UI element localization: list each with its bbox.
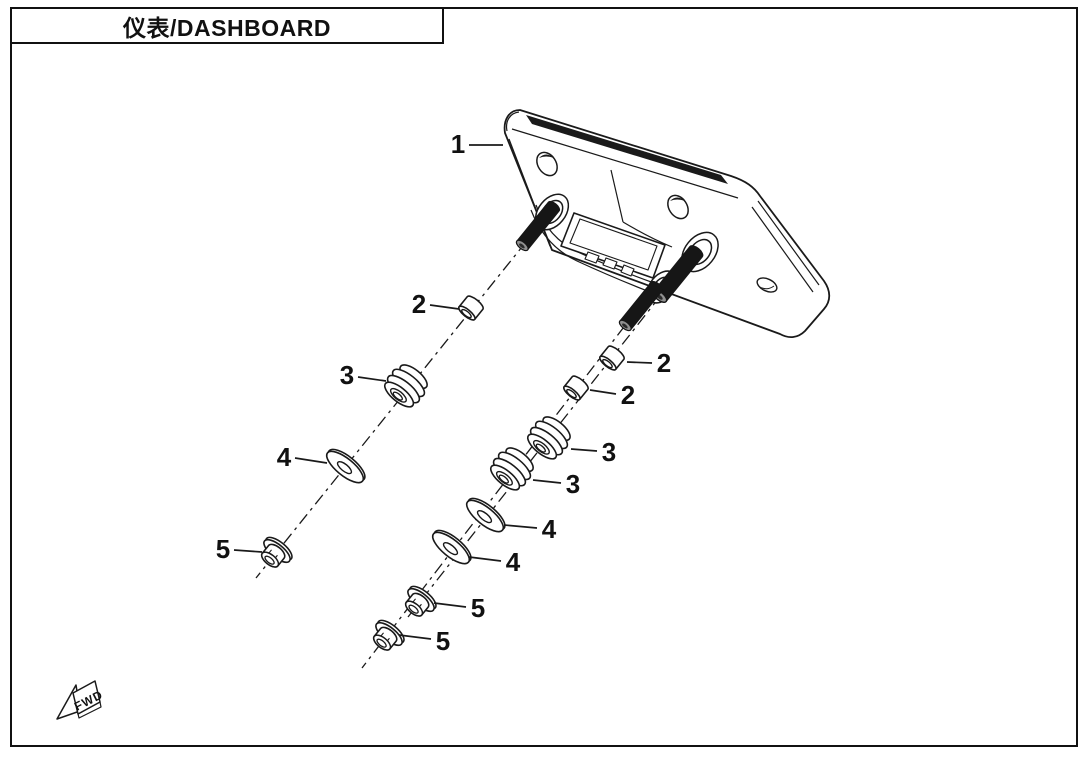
screen-edge-strip <box>526 115 728 184</box>
callout-3-right-lower: 3 <box>566 469 580 499</box>
callout-2-right-upper: 2 <box>657 348 671 378</box>
title-block: 仪表/DASHBOARD <box>10 7 444 44</box>
callout-1-dashboard: 1 <box>451 129 465 159</box>
callout-5-left: 5 <box>216 534 230 564</box>
page-title: 仪表/DASHBOARD <box>123 14 331 41</box>
callout-3-left: 3 <box>340 360 354 390</box>
connector-pin-1 <box>584 251 600 264</box>
callout-4-right-upper: 4 <box>542 514 557 544</box>
corner-step-line <box>505 111 520 132</box>
hole-left-shadow <box>539 154 554 158</box>
callout-3-right-upper: 3 <box>602 437 616 467</box>
housing-silhouette <box>503 109 831 338</box>
rim-line-right-2 <box>751 206 814 293</box>
rim-line-right-1 <box>757 200 820 286</box>
callout-2-left: 2 <box>412 289 426 319</box>
face-crease <box>610 169 624 223</box>
hole-right-shadow <box>670 197 685 201</box>
small-oval-inner-line <box>759 285 775 290</box>
callout-2-right-lower: 2 <box>621 380 635 410</box>
fwd-direction-marker: FWD <box>56 680 105 720</box>
mounting-hole-right <box>667 194 689 220</box>
connector-pin-2 <box>602 257 618 270</box>
rim-line-top <box>511 128 739 199</box>
callout-4-left: 4 <box>277 442 292 472</box>
platform-edge <box>622 221 673 248</box>
fwd-arrow-body <box>72 680 101 715</box>
callout-leaders <box>233 144 653 640</box>
callout-5-right-upper: 5 <box>471 593 485 623</box>
connector-pin-3 <box>620 264 635 277</box>
callout-5-right-lower: 5 <box>436 626 450 656</box>
callout-4-right-lower: 4 <box>506 547 521 577</box>
connector-housing <box>560 212 666 279</box>
page-border <box>10 7 1078 747</box>
mounting-hole-left <box>536 151 558 177</box>
